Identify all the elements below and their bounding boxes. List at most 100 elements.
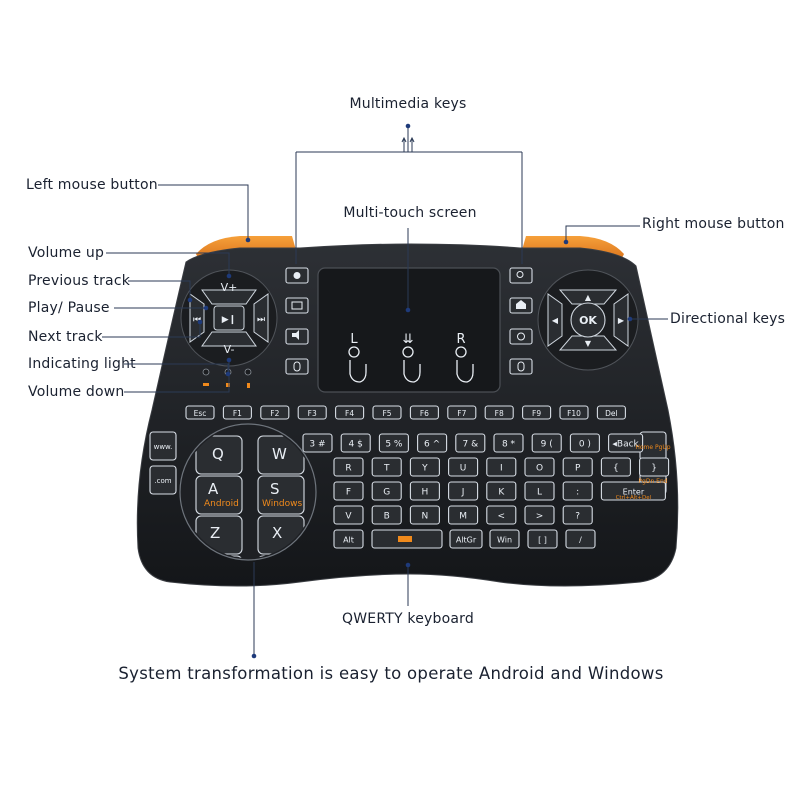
num-key-0-label: 3 # — [309, 440, 325, 450]
fn-key-f3[interactable]: F3 — [297, 405, 327, 420]
fn-key-esc[interactable]: Esc — [185, 405, 215, 420]
fn-key-f2[interactable]: F2 — [260, 405, 290, 420]
caption: System transformation is easy to operate… — [118, 664, 664, 683]
touchpad[interactable] — [317, 267, 501, 393]
fn-key-f1-label: F1 — [233, 409, 242, 418]
ok-key[interactable]: OK — [579, 314, 597, 327]
num-key-2[interactable]: 5 % — [378, 433, 409, 453]
num-key-1[interactable]: 4 $ — [340, 433, 371, 453]
a-row-key-0[interactable]: F — [333, 481, 364, 501]
q-row-key-7-label: { — [613, 464, 619, 474]
fn-key-f6-label: F6 — [420, 409, 429, 418]
num-key-5[interactable]: 8 * — [493, 433, 524, 453]
left-multimedia-keys[interactable] — [285, 267, 309, 375]
z-row-key-5[interactable]: > — [524, 505, 555, 525]
left-key[interactable]: ◀ — [552, 316, 559, 325]
a-row-key-6-label: : — [576, 488, 579, 498]
fn-key-f1[interactable]: F1 — [222, 405, 252, 420]
up-key[interactable]: ▲ — [585, 293, 592, 302]
q-row-key-0-label: R — [345, 464, 351, 474]
bracket-key[interactable]: [ ] — [527, 529, 558, 549]
a-row-key-4-label: K — [498, 488, 505, 498]
a-row-key-5-label: L — [537, 488, 542, 498]
q-row-key-6[interactable]: P — [562, 457, 593, 477]
fn-key-del-label: Del — [605, 409, 617, 418]
down-key[interactable]: ▼ — [585, 339, 592, 348]
q-row-key-2[interactable]: Y — [409, 457, 440, 477]
fn-key-f10[interactable]: F10 — [559, 405, 589, 420]
slash-key[interactable]: / — [565, 529, 596, 549]
num-key-4-label: 7 & — [462, 440, 478, 450]
fn-key-esc-label: Esc — [194, 409, 207, 418]
q-row-key-1[interactable]: T — [371, 457, 402, 477]
z-row-key-4[interactable]: < — [486, 505, 517, 525]
num-key-8[interactable]: ◂Back — [608, 433, 644, 453]
q-row-key-1-label: T — [383, 464, 390, 474]
alt-key-label: Alt — [343, 536, 354, 545]
previous-track-key[interactable]: ⏮ — [193, 315, 201, 325]
fn-key-f8[interactable]: F8 — [484, 405, 514, 420]
z-row-key-1[interactable]: B — [371, 505, 402, 525]
num-key-5-label: 8 * — [502, 440, 516, 450]
a-row-key-5[interactable]: L — [524, 481, 555, 501]
a-row-key-3[interactable]: J — [448, 481, 479, 501]
bracket-key-label: [ ] — [538, 536, 547, 545]
label-play-pause: Play/ Pause — [28, 300, 110, 316]
com-key[interactable] — [149, 465, 177, 495]
www-key-label: www. — [154, 443, 173, 451]
q-row-key-8[interactable]: } — [639, 457, 670, 477]
fn-key-f7[interactable]: F7 — [447, 405, 477, 420]
mag-key-x: X — [272, 524, 282, 542]
right-multimedia-keys[interactable] — [509, 267, 533, 375]
volume-up-key[interactable]: V+ — [221, 281, 238, 294]
mag-android: Android — [204, 499, 239, 509]
num-key-0[interactable]: 3 # — [302, 433, 333, 453]
mag-windows: Windows — [262, 499, 302, 509]
num-key-2-label: 5 % — [385, 440, 403, 450]
num-key-4[interactable]: 7 & — [455, 433, 486, 453]
www-key[interactable] — [149, 431, 177, 461]
num-key-7[interactable]: 0 ) — [569, 433, 600, 453]
alt-key[interactable]: Alt — [333, 529, 364, 549]
pgup-key-label: Home PgUp — [635, 444, 670, 451]
q-row-key-7[interactable]: { — [600, 457, 631, 477]
volume-down-key[interactable]: V- — [224, 343, 235, 356]
a-row-key-4[interactable]: K — [486, 481, 517, 501]
altgr-key[interactable]: AltGr — [449, 529, 483, 549]
fn-key-f9[interactable]: F9 — [522, 405, 552, 420]
q-row-key-4[interactable]: I — [486, 457, 517, 477]
num-key-6[interactable]: 9 ( — [531, 433, 562, 453]
a-row-key-2-label: H — [422, 488, 429, 498]
a-row-key-7[interactable]: Enter — [600, 481, 666, 501]
q-row-key-0[interactable]: R — [333, 457, 364, 477]
num-key-3[interactable]: 6 ^ — [417, 433, 448, 453]
fn-key-f6[interactable]: F6 — [409, 405, 439, 420]
fn-key-f4[interactable]: F4 — [335, 405, 365, 420]
next-track-key[interactable]: ⏭ — [257, 315, 265, 325]
z-row-key-0[interactable]: V — [333, 505, 364, 525]
enter-sub-label: Ctrl+Alt+Del — [616, 495, 652, 501]
label-volume-down: Volume down — [28, 384, 125, 400]
space-key[interactable] — [371, 529, 443, 549]
label-next-track: Next track — [28, 329, 103, 345]
q-row-key-3[interactable]: U — [448, 457, 479, 477]
win-key[interactable]: Win — [489, 529, 520, 549]
magnifier-inset — [179, 423, 317, 561]
a-row-key-6[interactable]: : — [562, 481, 593, 501]
z-row-key-4-label: < — [498, 512, 506, 522]
z-row-key-3[interactable]: M — [448, 505, 479, 525]
a-row-key-2[interactable]: H — [409, 481, 440, 501]
fn-key-f5[interactable]: F5 — [372, 405, 402, 420]
a-row-key-1[interactable]: G — [371, 481, 402, 501]
play-pause-key[interactable]: ▶❙ — [222, 315, 236, 325]
fn-key-del[interactable]: Del — [596, 405, 626, 420]
fn-key-f8-label: F8 — [495, 409, 504, 418]
q-row-key-5[interactable]: O — [524, 457, 555, 477]
fn-key-f5-label: F5 — [382, 409, 391, 418]
left-media-dpad[interactable] — [180, 269, 278, 367]
right-key[interactable]: ▶ — [618, 316, 625, 325]
z-row-key-6[interactable]: ? — [562, 505, 593, 525]
z-row-key-2[interactable]: N — [409, 505, 440, 525]
directional-dpad[interactable] — [537, 269, 639, 371]
a-row-key-3-label: J — [461, 488, 465, 498]
